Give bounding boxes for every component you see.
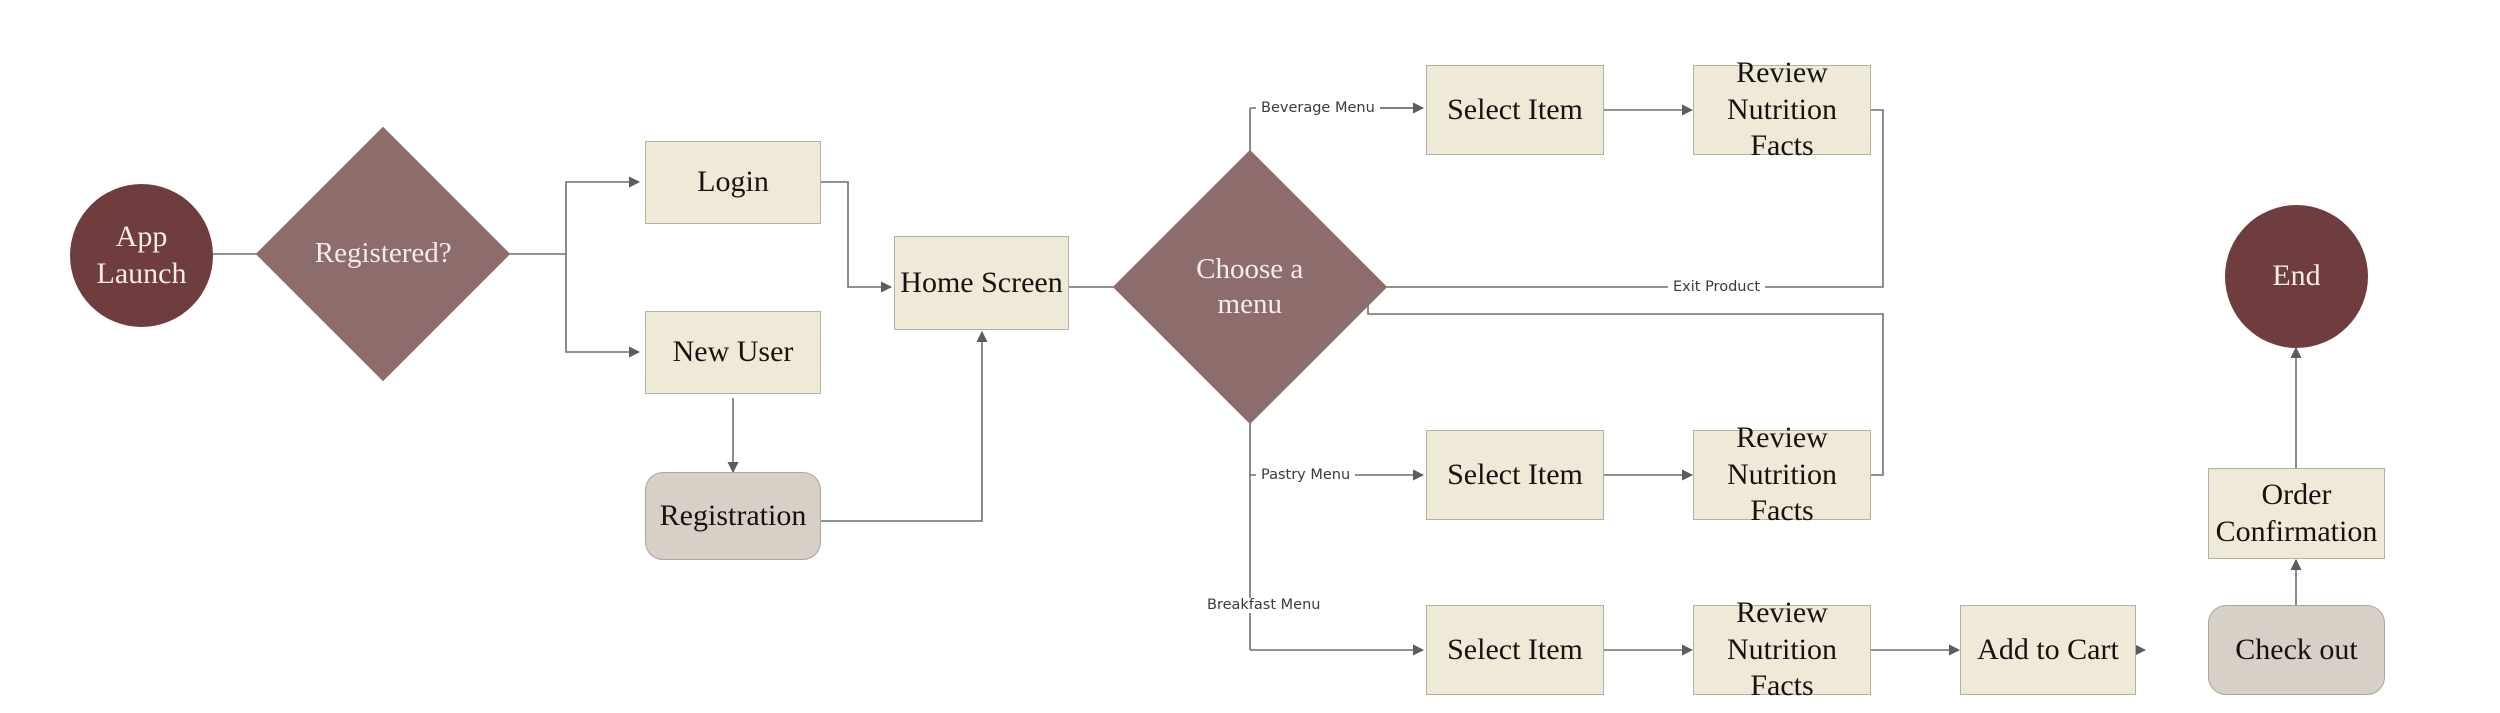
node-app-launch[interactable]: App Launch xyxy=(70,184,213,327)
node-home-screen[interactable]: Home Screen xyxy=(894,236,1069,330)
edge-login-homescreen xyxy=(820,181,893,293)
edge-nutrition-bev-exit xyxy=(1366,109,1884,293)
node-check-out[interactable]: Check out xyxy=(2208,605,2385,695)
node-choose-menu-label: Choose a menu xyxy=(1153,252,1347,323)
node-end[interactable]: End xyxy=(2225,205,2368,348)
node-select-item-pastry-label: Select Item xyxy=(1447,457,1583,491)
edge-registered-newuser xyxy=(565,254,641,358)
node-login-label: Login xyxy=(697,165,769,199)
node-order-confirmation-line1: Order xyxy=(2261,477,2332,511)
node-login[interactable]: Login xyxy=(645,141,821,224)
node-registration[interactable]: Registration xyxy=(645,472,821,560)
edge-label-beverage-menu: Beverage Menu xyxy=(1256,101,1380,116)
node-select-item-breakfast[interactable]: Select Item xyxy=(1426,605,1604,695)
node-nutrition-beverage-line1: Review Nutrition xyxy=(1727,56,1837,126)
node-new-user[interactable]: New User xyxy=(645,311,821,394)
node-nutrition-pastry-line2: Facts xyxy=(1750,494,1814,528)
node-select-item-beverage-label: Select Item xyxy=(1447,92,1583,126)
node-add-to-cart-label: Add to Cart xyxy=(1977,632,2119,666)
edge-label-pastry-menu: Pastry Menu xyxy=(1256,468,1356,483)
edge-label-breakfast-menu: Breakfast Menu xyxy=(1202,598,1326,613)
edge-label-exit-product: Exit Product xyxy=(1668,280,1766,295)
node-nutrition-breakfast-line1: Review Nutrition xyxy=(1727,596,1837,666)
node-registered-label: Registered? xyxy=(314,237,452,270)
node-select-item-breakfast-label: Select Item xyxy=(1447,632,1583,666)
node-new-user-label: New User xyxy=(672,335,794,369)
node-nutrition-breakfast[interactable]: Review Nutrition Facts xyxy=(1693,596,1871,702)
edge-registration-homescreen xyxy=(820,330,988,522)
node-nutrition-beverage-line2: Facts xyxy=(1750,129,1814,163)
edge-registered-login xyxy=(565,176,641,254)
node-app-launch-line1: App xyxy=(115,219,168,253)
node-order-confirmation[interactable]: Order Confirmation xyxy=(2208,468,2385,559)
node-choose-menu-line1: Choose a xyxy=(1196,252,1304,285)
node-nutrition-pastry[interactable]: Review Nutrition Facts xyxy=(1693,421,1871,527)
node-choose-menu-line2: menu xyxy=(1217,288,1283,320)
node-select-item-beverage[interactable]: Select Item xyxy=(1426,65,1604,155)
node-nutrition-pastry-line1: Review Nutrition xyxy=(1727,421,1837,491)
node-add-to-cart[interactable]: Add to Cart xyxy=(1960,605,2136,695)
node-app-launch-line2: Launch xyxy=(96,256,187,290)
node-check-out-label: Check out xyxy=(2235,632,2358,666)
node-nutrition-breakfast-line2: Facts xyxy=(1750,669,1814,703)
node-home-screen-label: Home Screen xyxy=(900,265,1063,299)
node-select-item-pastry[interactable]: Select Item xyxy=(1426,430,1604,520)
node-order-confirmation-line2: Confirmation xyxy=(2215,514,2378,548)
node-nutrition-beverage[interactable]: Review Nutrition Facts xyxy=(1693,56,1871,162)
node-end-label: End xyxy=(2272,259,2321,293)
node-registration-label: Registration xyxy=(659,498,807,532)
